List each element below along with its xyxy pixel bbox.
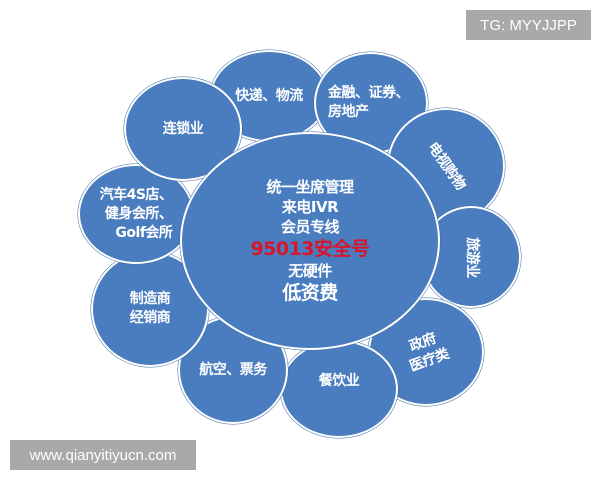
hub-line-low-cost: 低资费	[282, 282, 338, 304]
petal-catering: 餐饮业	[280, 340, 398, 438]
petal-label: 制造商 经销商	[129, 291, 171, 326]
petal-label: 汽车4S店、 健身会所、 Golf会所	[99, 186, 173, 241]
hub-line-member-hotline: 会员专线	[280, 218, 340, 236]
watermark-top-right: TG: MYYJJPP	[466, 10, 591, 40]
petal-label: 电视购物	[424, 139, 469, 193]
petal-label: 金融、证券、 房地产	[328, 85, 410, 120]
hub-line-seat-management: 统一坐席管理	[266, 178, 354, 196]
petal-label: 餐饮业	[318, 373, 360, 389]
petal-label: 航空、票务	[199, 361, 267, 378]
petal-label: 旅游业	[463, 236, 480, 278]
hub-line-no-hardware: 无硬件	[288, 262, 332, 280]
petal-auto-fitness-golf: 汽车4S店、 健身会所、 Golf会所	[78, 164, 194, 264]
petal-label: 政府 医疗类	[407, 330, 451, 375]
hub-line-security-number: 95013安全号	[250, 238, 370, 260]
petal-label: 连锁业	[162, 120, 204, 137]
watermark-text: www.qianyitiyucn.com	[29, 446, 177, 464]
hub-line-incoming-ivr: 来电IVR	[281, 198, 339, 216]
hub-circle: 统一坐席管理 来电IVR 会员专线 95013安全号 无硬件 低资费	[180, 132, 440, 350]
watermark-bottom-left: www.qianyitiyucn.com	[10, 440, 196, 470]
petal-label: 快递、物流	[235, 87, 303, 104]
watermark-text: TG: MYYJJPP	[480, 16, 577, 34]
